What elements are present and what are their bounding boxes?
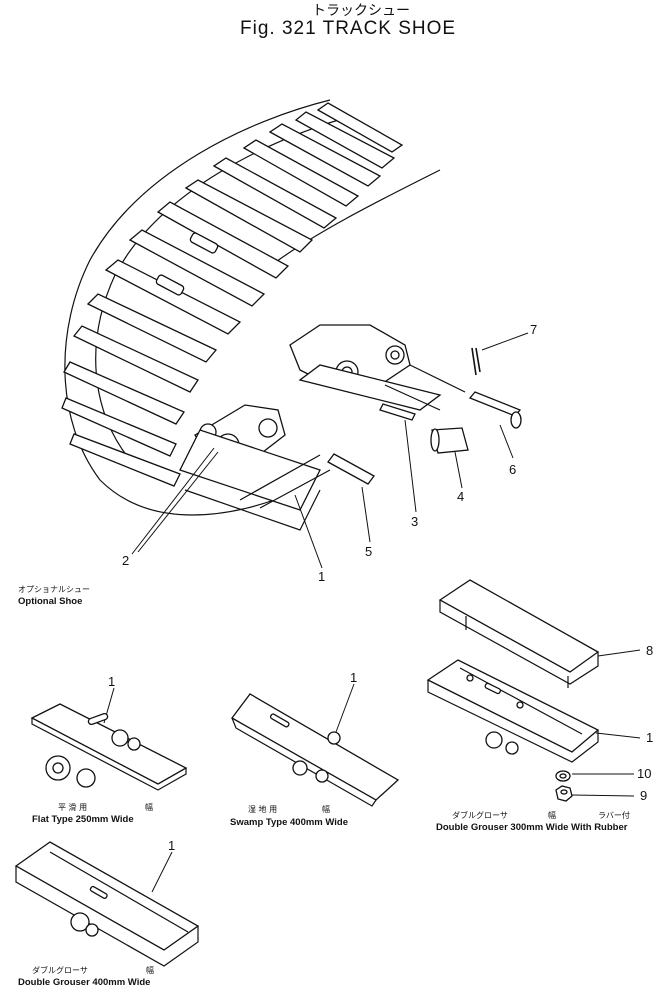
callout-7: 7 — [530, 322, 537, 337]
optional-shoe-label-jp: オプショナルシュー — [18, 585, 90, 594]
swamp-type-label-jp1: 湿 地 用 — [248, 804, 277, 814]
double-grouser-300-label: Double Grouser 300mm Wide With Rubber — [436, 822, 628, 833]
optional-shoe-label: Optional Shoe — [18, 596, 82, 607]
double-grouser-300-label-jp1: ダブルグローサ — [452, 810, 508, 820]
callout-1-double300: 1 — [646, 730, 653, 745]
double-grouser-400-drawing — [14, 841, 200, 967]
double-grouser-400-label-jp1: ダブルグローサ — [32, 965, 88, 975]
swamp-type-label: Swamp Type 400mm Wide — [230, 817, 348, 828]
double-grouser-300-drawing — [426, 579, 600, 802]
callout-8: 8 — [646, 643, 653, 658]
exploded-link-drawing — [289, 324, 522, 454]
flat-type-label-jp1: 平 滑 用 — [58, 802, 87, 812]
callout-10: 10 — [637, 766, 651, 781]
figure-title-jp: トラックシュー — [312, 3, 410, 19]
callout-1-double400: 1 — [168, 838, 175, 853]
callout-4: 4 — [457, 489, 464, 504]
swamp-type-shoe-drawing — [231, 693, 400, 807]
double-grouser-300-label-jp3: ラバー付 — [598, 810, 630, 820]
figure-title: Fig. 321 TRACK SHOE — [240, 18, 456, 39]
callout-3: 3 — [411, 514, 418, 529]
callout-1-main: 1 — [318, 569, 325, 584]
leader-lines — [103, 332, 641, 893]
shoe-plates-lower — [61, 293, 218, 487]
shoe-plates-upper — [104, 102, 404, 335]
track-assembly-drawing — [61, 99, 441, 531]
flat-type-label-jp2: 幅 — [145, 802, 153, 812]
swamp-type-label-jp2: 幅 — [322, 804, 330, 814]
callout-5: 5 — [365, 544, 372, 559]
flat-type-shoe-drawing — [30, 703, 188, 791]
double-grouser-400-label-jp2: 幅 — [146, 965, 154, 975]
double-grouser-300-label-jp2: 幅 — [548, 810, 556, 820]
flat-type-label: Flat Type 250mm Wide — [32, 814, 134, 825]
callout-6: 6 — [509, 462, 516, 477]
callout-2: 2 — [122, 553, 129, 568]
callout-1-swamp: 1 — [350, 670, 357, 685]
callout-9: 9 — [640, 788, 647, 803]
callout-1-flat: 1 — [108, 674, 115, 689]
double-grouser-400-label: Double Grouser 400mm Wide — [18, 977, 150, 988]
